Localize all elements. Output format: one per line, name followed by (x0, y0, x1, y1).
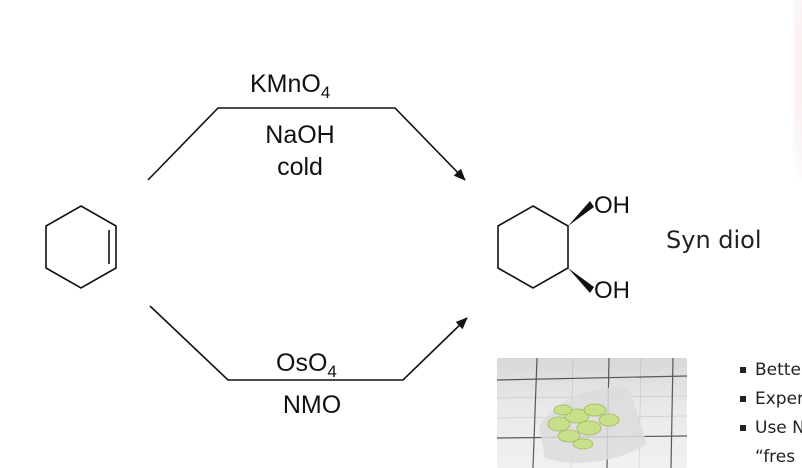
reagent-nmo: NMO (283, 391, 341, 419)
hydroxyl-top: OH (594, 192, 630, 219)
reagent-kmno4: KMnO4 (250, 70, 330, 102)
hydroxyl-bottom: OH (594, 277, 630, 304)
background-decoration (793, 0, 802, 180)
diol-structure (497, 205, 569, 289)
bullet-continuation: “fres (755, 447, 796, 466)
bullet-item: Use N (740, 414, 802, 443)
notes-bullet-list: Bette Exper Use N “fres (740, 356, 802, 466)
bullet-item: Exper (740, 385, 802, 414)
reagent-oso4: OsO4 (276, 349, 337, 381)
wedge-bond-top (568, 201, 594, 226)
reagent-cold: cold (277, 153, 323, 181)
wedge-bond-bottom (568, 268, 594, 293)
reagent-naoh: NaOH (265, 121, 334, 149)
bullet-item: Bette (740, 356, 802, 385)
crystal-photo (497, 358, 687, 468)
lower-reaction-arrow (149, 305, 468, 381)
product-label: Syn diol (666, 226, 762, 254)
cyclohexene-structure (45, 205, 117, 289)
upper-reaction-arrow (147, 107, 466, 181)
